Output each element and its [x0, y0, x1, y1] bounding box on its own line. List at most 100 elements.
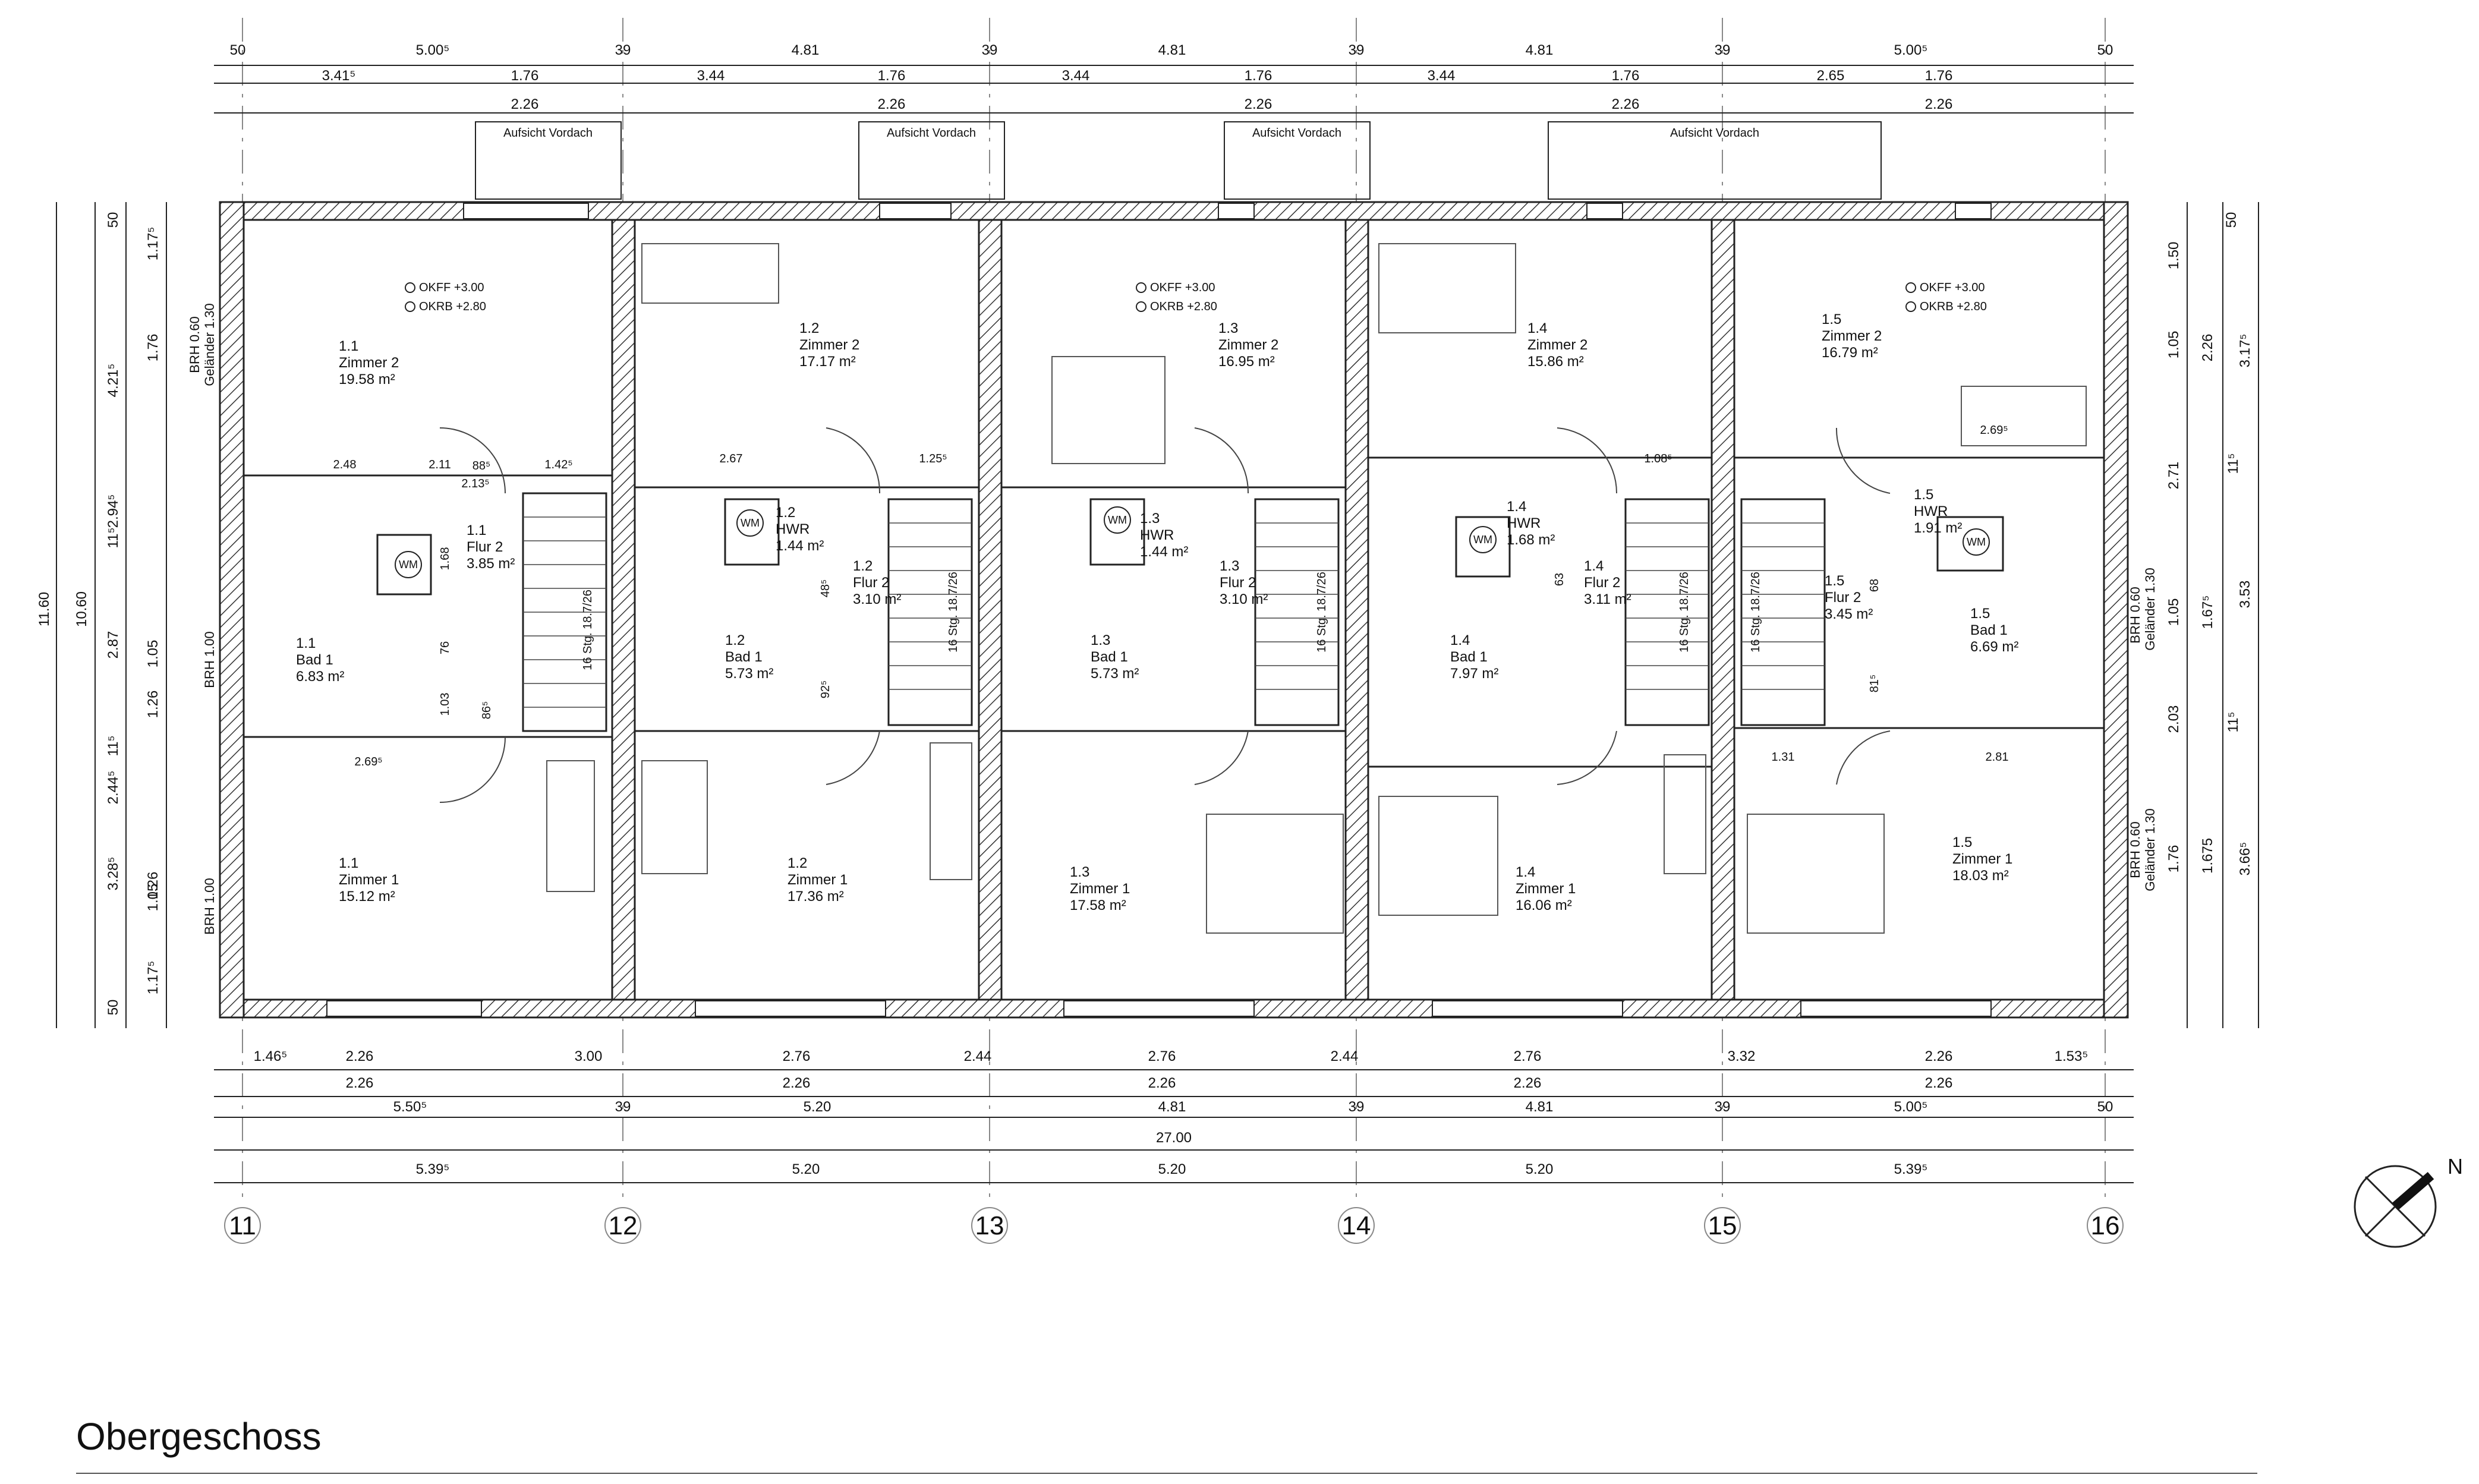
svg-text:5.20: 5.20 — [804, 1099, 831, 1115]
svg-text:2.71: 2.71 — [2166, 462, 2182, 490]
svg-text:2.67: 2.67 — [720, 452, 743, 465]
svg-text:1.1: 1.1 — [296, 635, 316, 651]
svg-text:4.81: 4.81 — [1158, 42, 1186, 58]
svg-text:3.45 m²: 3.45 m² — [1825, 606, 1873, 622]
svg-text:11.60: 11.60 — [36, 592, 52, 626]
svg-text:1.4: 1.4 — [1516, 864, 1535, 880]
svg-text:Zimmer 2: Zimmer 2 — [1527, 337, 1587, 353]
svg-text:1.5: 1.5 — [1822, 311, 1841, 327]
svg-text:Bad 1: Bad 1 — [296, 652, 333, 668]
svg-text:N: N — [2447, 1154, 2463, 1179]
room-label: 1.3 Flur 2 3.10 m² — [1220, 558, 1268, 607]
svg-text:1.68 m²: 1.68 m² — [1507, 532, 1555, 548]
svg-text:2.76: 2.76 — [783, 1048, 811, 1064]
axis-label: 13 — [975, 1211, 1004, 1240]
svg-text:39: 39 — [1349, 1099, 1365, 1115]
room-label: 1.3 Zimmer 1 17.58 m² — [1070, 864, 1130, 913]
svg-text:10.60: 10.60 — [74, 591, 90, 627]
north-arrow-icon: N — [2354, 1154, 2463, 1248]
svg-text:2.26: 2.26 — [878, 96, 906, 112]
svg-text:39: 39 — [1349, 42, 1365, 58]
okrb-label: OKRB +2.80 — [1920, 300, 1987, 313]
room-label: 1.4 HWR 1.68 m² — [1507, 499, 1555, 548]
svg-text:3.11 m²: 3.11 m² — [1584, 591, 1631, 607]
svg-text:BRH 0.60: BRH 0.60 — [2128, 587, 2143, 643]
room-label: 1.1 Flur 2 3.85 m² — [467, 522, 515, 572]
svg-text:3.85 m²: 3.85 m² — [467, 556, 515, 572]
svg-text:39: 39 — [1715, 42, 1731, 58]
svg-text:1.05: 1.05 — [145, 640, 161, 668]
svg-text:Aufsicht Vordach: Aufsicht Vordach — [503, 127, 593, 140]
svg-text:1.17⁵: 1.17⁵ — [145, 961, 161, 995]
svg-text:16.95 m²: 16.95 m² — [1218, 354, 1275, 370]
svg-text:3.44: 3.44 — [1428, 68, 1456, 84]
svg-text:7.97 m²: 7.97 m² — [1450, 666, 1498, 682]
svg-text:Geländer 1.30: Geländer 1.30 — [2143, 568, 2157, 650]
room-label: 1.5 HWR 1.91 m² — [1914, 487, 1962, 536]
svg-text:3.32: 3.32 — [1728, 1048, 1756, 1064]
washing-machine-labels: WM WM WM WM WM — [399, 514, 1986, 571]
svg-text:6.69 m²: 6.69 m² — [1970, 639, 2018, 655]
svg-text:1.05: 1.05 — [2166, 598, 2182, 626]
svg-text:1.3: 1.3 — [1140, 511, 1160, 527]
svg-text:81⁵: 81⁵ — [1868, 675, 1881, 693]
svg-text:2.76: 2.76 — [1514, 1048, 1542, 1064]
svg-text:2.26: 2.26 — [1925, 1048, 1953, 1064]
svg-text:4.81: 4.81 — [1526, 1099, 1554, 1115]
stair-labels: 16 Stg. 18.7/26 16 Stg. 18.7/26 16 Stg. … — [581, 572, 1762, 670]
svg-text:1.05: 1.05 — [2166, 331, 2182, 359]
svg-text:1.2: 1.2 — [725, 632, 745, 648]
svg-text:5.73 m²: 5.73 m² — [1091, 666, 1139, 682]
svg-text:Bad 1: Bad 1 — [1091, 649, 1128, 665]
svg-text:3.17⁵: 3.17⁵ — [2237, 334, 2253, 368]
svg-text:Zimmer 1: Zimmer 1 — [1516, 881, 1576, 897]
inner-dimension-texts: 2.48 2.11 1.42⁵ 88⁵ 2.13⁵ 2.67 1.25⁵ 2.6… — [333, 424, 2009, 768]
svg-text:3.28⁵: 3.28⁵ — [105, 857, 121, 891]
svg-text:3.10 m²: 3.10 m² — [1220, 591, 1268, 607]
svg-text:2.11: 2.11 — [429, 458, 451, 471]
svg-text:1.42⁵: 1.42⁵ — [544, 458, 572, 471]
svg-text:6.83 m²: 6.83 m² — [296, 669, 344, 685]
drawing-title: Obergeschoss — [76, 1415, 322, 1458]
svg-text:Zimmer 2: Zimmer 2 — [339, 355, 399, 371]
svg-text:76: 76 — [439, 641, 452, 654]
svg-text:2.44: 2.44 — [1331, 1048, 1359, 1064]
svg-text:Zimmer 1: Zimmer 1 — [1070, 881, 1130, 897]
room-label: 1.5 Zimmer 1 18.03 m² — [1952, 834, 2012, 884]
svg-text:2.26: 2.26 — [1925, 1075, 1953, 1091]
svg-text:1.2: 1.2 — [788, 855, 807, 871]
svg-text:16 Stg. 18.7/26: 16 Stg. 18.7/26 — [1678, 572, 1691, 653]
svg-text:17.36 m²: 17.36 m² — [788, 888, 844, 905]
svg-text:2.26: 2.26 — [2200, 334, 2216, 362]
room-label: 1.5 Flur 2 3.45 m² — [1825, 573, 1873, 622]
svg-text:2.76: 2.76 — [1148, 1048, 1176, 1064]
right-wall-notes: BRH 0.60 Geländer 1.30 BRH 0.60 Geländer… — [2128, 568, 2157, 891]
svg-text:1.2: 1.2 — [853, 558, 872, 574]
windows — [326, 203, 1992, 1017]
svg-text:2.26: 2.26 — [783, 1075, 811, 1091]
svg-text:1.44 m²: 1.44 m² — [776, 538, 824, 554]
svg-text:Geländer 1.30: Geländer 1.30 — [2143, 808, 2157, 891]
svg-text:HWR: HWR — [1140, 527, 1174, 543]
svg-text:2.44⁵: 2.44⁵ — [105, 771, 121, 805]
svg-text:2.69⁵: 2.69⁵ — [1980, 424, 2008, 437]
okrb-label: OKRB +2.80 — [1150, 300, 1217, 313]
svg-text:1.76: 1.76 — [511, 68, 539, 84]
svg-text:1.76: 1.76 — [1925, 68, 1953, 84]
svg-text:1.5: 1.5 — [1825, 573, 1844, 589]
room-label: 1.5 Bad 1 6.69 m² — [1970, 606, 2018, 655]
svg-text:Zimmer 1: Zimmer 1 — [1952, 851, 2012, 867]
svg-text:3.66⁵: 3.66⁵ — [2237, 842, 2253, 876]
svg-text:16 Stg. 18.7/26: 16 Stg. 18.7/26 — [581, 590, 594, 670]
party-walls — [611, 219, 1735, 1001]
svg-text:4.81: 4.81 — [792, 42, 820, 58]
room-label: 1.4 Zimmer 1 16.06 m² — [1516, 864, 1576, 913]
room-label: 1.1 Zimmer 2 19.58 m² — [339, 338, 399, 387]
svg-text:1.76: 1.76 — [1612, 68, 1640, 84]
svg-text:1.03: 1.03 — [439, 693, 452, 716]
okff-label: OKFF +3.00 — [1150, 281, 1215, 294]
svg-text:1.46⁵: 1.46⁵ — [254, 1048, 288, 1064]
svg-text:1.26: 1.26 — [145, 872, 161, 900]
room-label: 1.2 Flur 2 3.10 m² — [853, 558, 901, 607]
